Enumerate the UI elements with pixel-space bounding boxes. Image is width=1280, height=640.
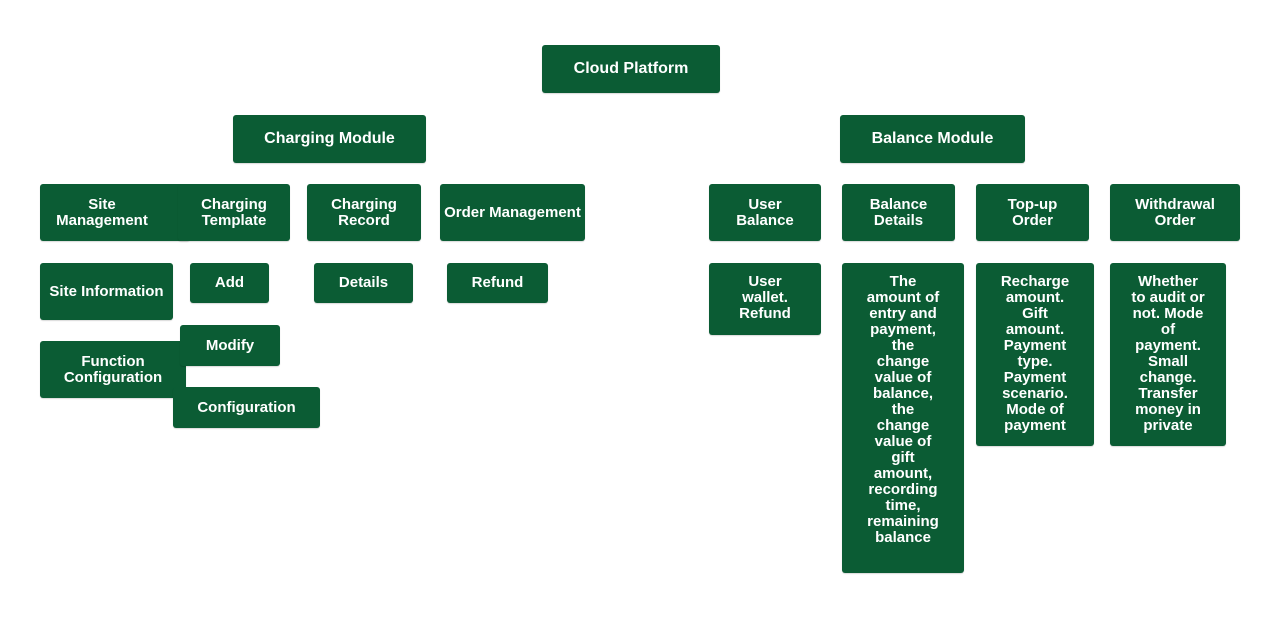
node-withdrawal-order-desc: Whether to audit or not. Mode of payment… [1110,263,1226,446]
node-topup-order-desc: Recharge amount. Gift amount. Payment ty… [976,263,1094,446]
node-withdrawal-order: Withdrawal Order [1110,184,1240,241]
node-charging-module: Charging Module [233,115,426,163]
node-function-configuration: Function Configuration [40,341,186,398]
node-user-balance-desc: User wallet. Refund [709,263,821,335]
node-cloud-platform: Cloud Platform [542,45,720,93]
node-refund: Refund [447,263,548,303]
node-site-information: Site Information [40,263,173,320]
node-user-balance: User Balance [709,184,821,241]
node-details: Details [314,263,413,303]
node-add: Add [190,263,269,303]
node-balance-module: Balance Module [840,115,1025,163]
node-modify: Modify [180,325,280,366]
node-configuration: Configuration [173,387,320,428]
node-topup-order: Top-up Order [976,184,1089,241]
node-charging-record: Charging Record [307,184,421,241]
node-charging-template: Charging Template [178,184,290,241]
node-order-management: Order Management [440,184,585,241]
node-balance-details-desc: The amount of entry and payment, the cha… [842,263,964,573]
node-balance-details: Balance Details [842,184,955,241]
node-site-management: Site Management [40,184,190,241]
